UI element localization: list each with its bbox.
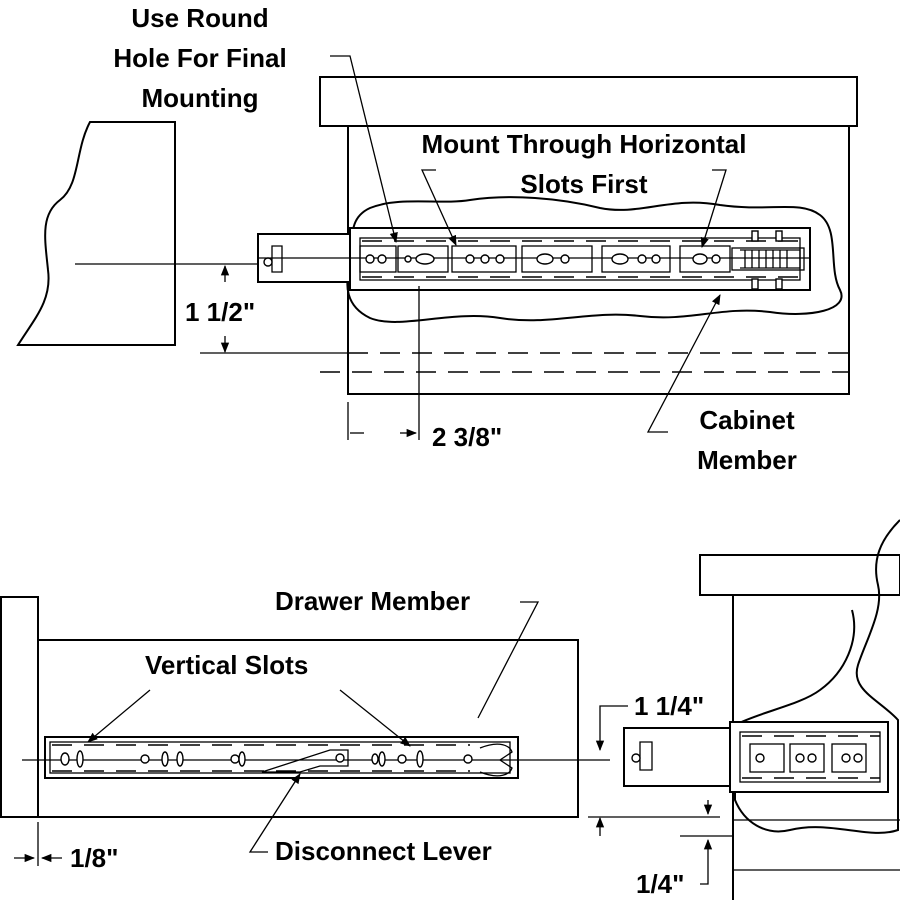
top-height-dimension: 1 1/2" xyxy=(185,297,256,327)
bottom-front-dimension xyxy=(14,822,62,866)
drawer-member-rail xyxy=(22,736,610,779)
bottom-leaders xyxy=(87,601,540,853)
round-hole-label: Use Round Hole For Final Mounting xyxy=(90,0,310,118)
drawer-member-label: Drawer Member xyxy=(275,586,471,616)
cabinet-member-label-line-2: Member xyxy=(697,445,797,475)
cabinet-member-label-line-1: Cabinet xyxy=(699,405,795,435)
top-dimensions xyxy=(200,264,420,440)
bottom-right-cabinet xyxy=(623,519,900,900)
front-setback-dimension: 1/8" xyxy=(70,843,119,873)
round-hole-label-line-3: Mounting xyxy=(141,83,259,113)
top-leaders xyxy=(330,55,727,433)
cabinet-member-label: Cabinet Member xyxy=(672,400,822,480)
horizontal-slots-label: Mount Through Horizontal Slots First xyxy=(372,124,796,204)
right-height-dimension: 1 1/4" xyxy=(634,691,705,721)
horizontal-slots-label-line-2: Slots First xyxy=(520,169,648,199)
bottom-drawer xyxy=(0,596,579,818)
round-hole-label-line-1: Use Round xyxy=(131,3,269,33)
round-hole-label-line-2: Hole For Final xyxy=(113,43,287,73)
top-slide-rail xyxy=(257,227,811,291)
disconnect-lever-label: Disconnect Lever xyxy=(275,836,492,866)
bottom-right-dimensions xyxy=(588,705,733,885)
top-setback-dimension: 2 3/8" xyxy=(432,422,503,452)
right-bottom-dimension: 1/4" xyxy=(636,869,685,899)
top-breakaway-outline xyxy=(346,196,843,323)
vertical-slots-label: Vertical Slots xyxy=(145,650,309,680)
horizontal-slots-label-line-1: Mount Through Horizontal xyxy=(421,129,747,159)
